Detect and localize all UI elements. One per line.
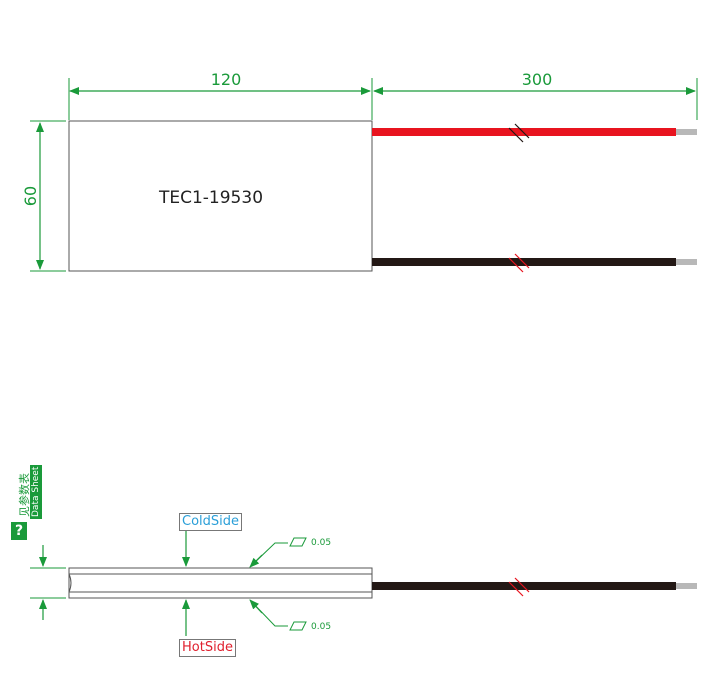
red-wire xyxy=(372,128,676,136)
break-curve-icon xyxy=(68,573,72,593)
model-label: TEC1-19530 xyxy=(158,188,263,208)
flatness-top-value: 0.05 xyxy=(311,538,331,548)
dim-width-label: 120 xyxy=(211,70,242,89)
cold-side-label: ColdSide xyxy=(179,513,243,531)
black-wire-tip xyxy=(676,259,697,265)
side-black-wire xyxy=(372,582,676,590)
flatness-leader-top xyxy=(250,542,288,567)
side-wire-tip xyxy=(676,583,697,589)
black-wire-break-icon xyxy=(508,253,530,273)
black-wire xyxy=(372,258,676,266)
hot-side-label: HotSide xyxy=(179,639,236,657)
flatness-bottom-value: 0.05 xyxy=(311,622,331,632)
question-icon: ? xyxy=(11,522,27,540)
red-wire-tip xyxy=(676,129,697,135)
dim-height-label: 60 xyxy=(21,186,40,206)
module-body-side xyxy=(68,567,373,599)
side-wire-break-icon xyxy=(508,577,530,597)
flatness-symbol-icon-bottom xyxy=(289,621,307,631)
flatness-leader-bottom xyxy=(250,600,288,627)
module-body-top xyxy=(68,120,373,272)
dim-lead-label: 300 xyxy=(522,70,553,89)
datasheet-en-text: Data Sheet xyxy=(30,464,42,519)
red-wire-break-icon xyxy=(508,123,530,143)
flatness-symbol-icon-top xyxy=(289,537,307,547)
